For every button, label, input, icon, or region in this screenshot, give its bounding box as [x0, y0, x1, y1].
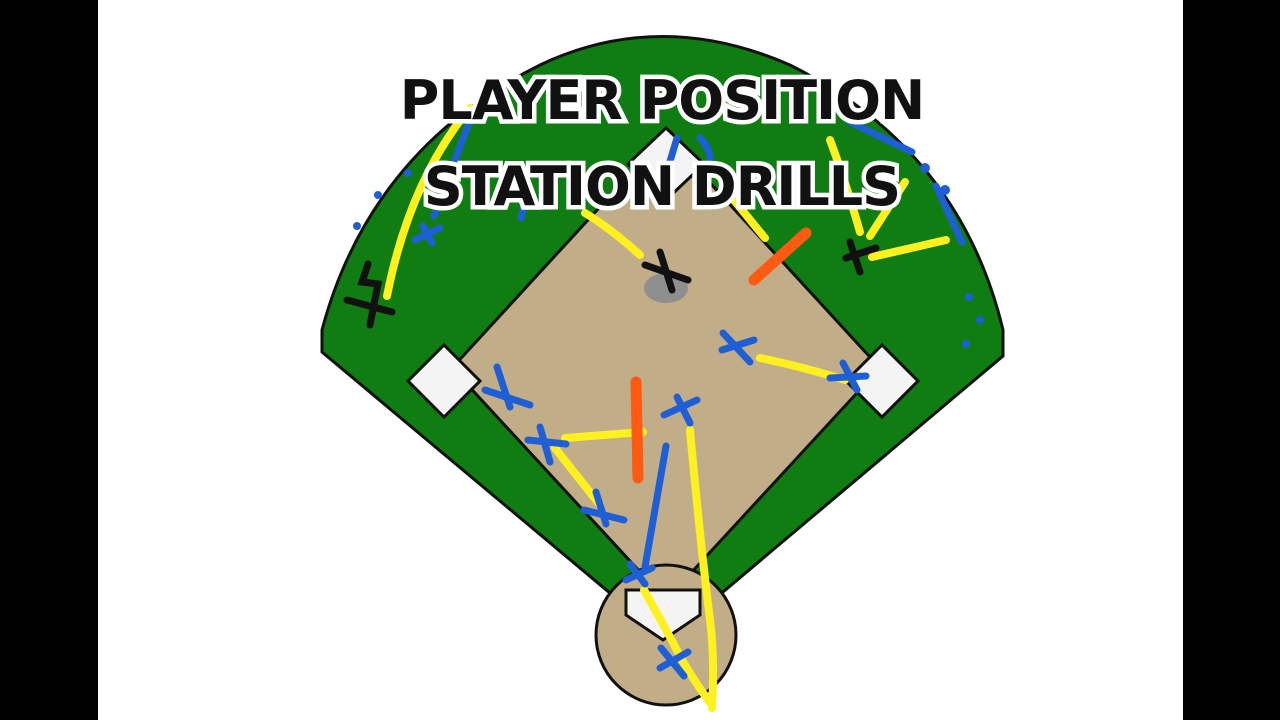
title-line-1: PLAYER POSITION: [400, 69, 924, 132]
home-plate: [624, 588, 702, 642]
pitchers-mound: [644, 273, 688, 303]
cross-marker: [826, 359, 870, 394]
blue-dotted-paths: [353, 163, 984, 348]
first-base: [843, 342, 921, 420]
cross-marker: [622, 560, 656, 588]
player-markers: [411, 222, 870, 680]
letterbox-right: [1183, 0, 1280, 720]
blue-route-lines: [430, 116, 966, 571]
cross-marker: [718, 329, 758, 366]
orange-paths: [630, 227, 812, 484]
coach-markers: [343, 238, 880, 329]
cross-marker: [411, 222, 444, 247]
cross-marker: [580, 488, 628, 528]
title-line-2: STATION DRILLS: [424, 155, 900, 218]
cross-marker: [524, 423, 570, 466]
cross-marker: [481, 363, 534, 411]
cross-marker: [656, 644, 692, 680]
letterbox-left: [0, 0, 98, 720]
cross-marker: [660, 393, 701, 427]
third-base: [405, 342, 483, 420]
cross-marker: [343, 260, 396, 329]
cross-marker: [641, 248, 692, 294]
cross-marker: [842, 238, 880, 276]
yellow-paths: [383, 104, 950, 712]
